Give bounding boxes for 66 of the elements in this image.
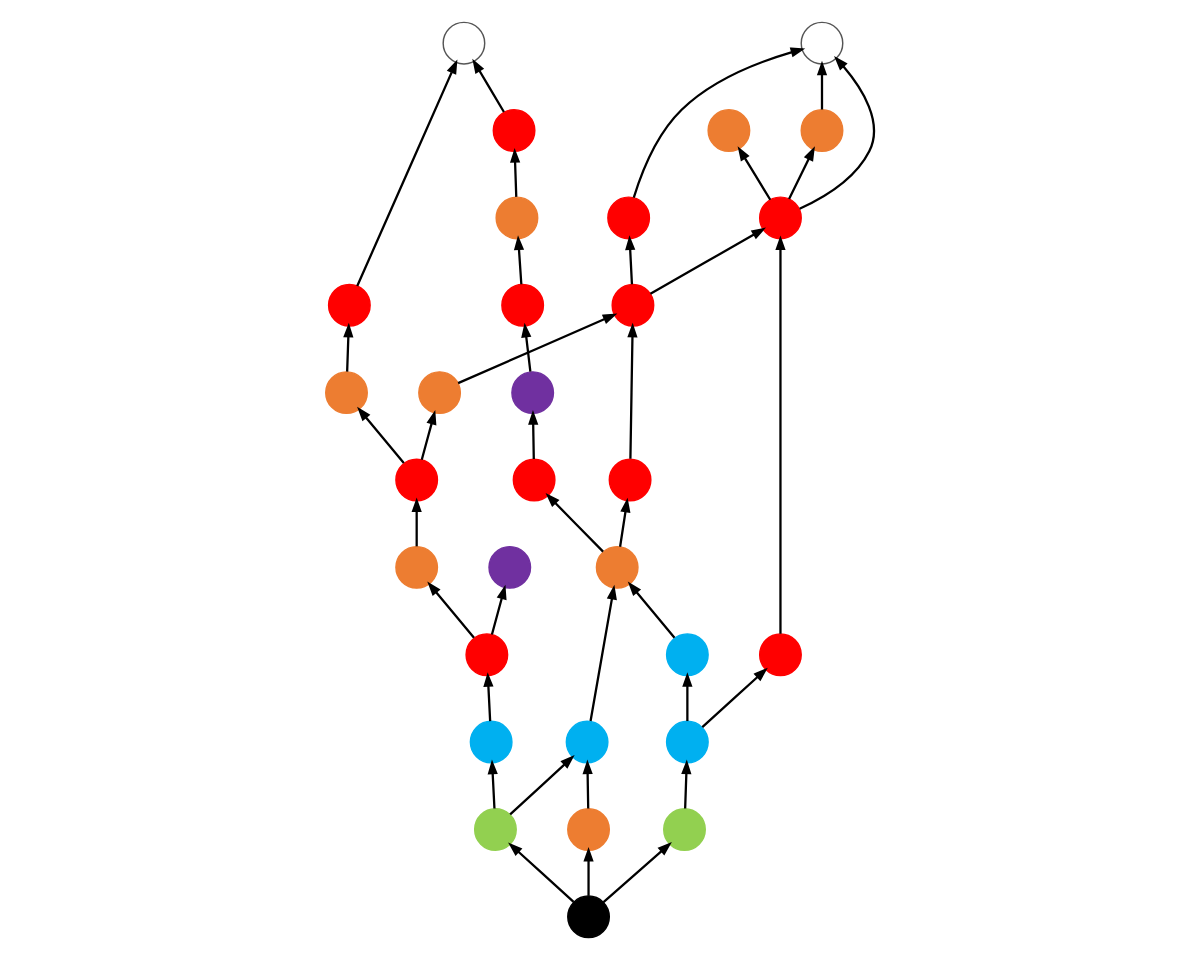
node-circle [665, 720, 709, 764]
arrow [799, 56, 876, 210]
arrow [627, 581, 676, 639]
arrow [775, 235, 786, 634]
arrow [508, 842, 575, 903]
arrow [627, 322, 638, 459]
arrow [632, 47, 806, 198]
node-circle [608, 458, 652, 502]
node-circle [758, 633, 802, 677]
arrow [816, 60, 828, 110]
node-circle [395, 545, 439, 589]
node-circle [595, 545, 639, 589]
arrow [483, 672, 494, 722]
node-circle [501, 283, 545, 327]
arrow [682, 672, 693, 722]
arrow [589, 584, 617, 722]
arrow [618, 497, 631, 547]
arrow [420, 410, 437, 461]
arrow [510, 148, 521, 197]
node-circle [607, 196, 651, 240]
arrow [521, 322, 532, 372]
arrow [583, 846, 594, 896]
node-circle [800, 109, 844, 152]
node-circle [492, 109, 536, 152]
arrow [457, 313, 618, 385]
node-circle [395, 458, 439, 502]
arrow [472, 58, 505, 113]
node-circle [465, 633, 509, 677]
arrow [602, 842, 672, 904]
node-circle [800, 21, 844, 65]
arrow [545, 493, 604, 553]
node-circle [665, 633, 709, 677]
node-circle [488, 545, 532, 589]
arrow [513, 235, 525, 285]
arrow [490, 584, 507, 635]
node-circle [512, 458, 556, 502]
node-circle [495, 196, 539, 240]
arrow [582, 759, 593, 809]
node-circle [567, 808, 611, 851]
arrow [343, 322, 354, 372]
node-circle [565, 720, 609, 764]
arrow [509, 755, 575, 816]
node-circle [469, 720, 513, 764]
arrow [681, 759, 692, 809]
arrow [427, 581, 475, 639]
node-circle [418, 371, 462, 415]
arrow [528, 410, 539, 459]
node-circle [663, 808, 706, 851]
arrow [649, 227, 766, 295]
arrow [625, 235, 636, 285]
arrow [701, 667, 768, 728]
arrow [487, 759, 498, 809]
node-circle [473, 808, 517, 851]
node-circle [327, 283, 371, 327]
arrow [357, 406, 405, 464]
arrow [411, 497, 422, 547]
node-circle [758, 196, 802, 240]
node-circle [511, 371, 555, 415]
arrow [356, 59, 458, 287]
node-circle [325, 371, 368, 415]
arrow [737, 146, 772, 201]
node-circle [442, 21, 486, 65]
node-circle [611, 283, 655, 327]
arrow [788, 146, 815, 200]
node-circle [567, 895, 611, 939]
node-circle [707, 109, 751, 152]
